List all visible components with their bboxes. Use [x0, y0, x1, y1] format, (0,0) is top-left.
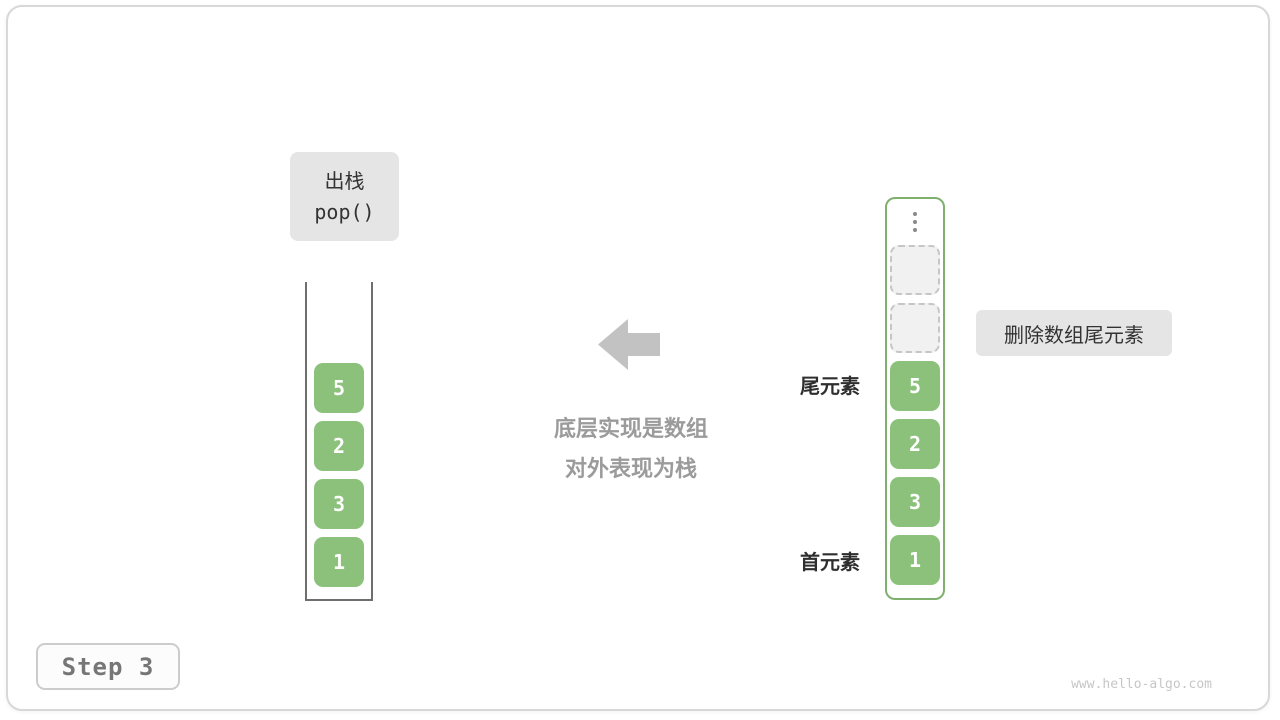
stack-cell: 3 — [314, 479, 364, 529]
pop-operation-label: 出栈 pop() — [290, 152, 399, 241]
array-cell: 1 — [890, 535, 940, 585]
array-cell: 3 — [890, 477, 940, 527]
empty-slot — [890, 245, 940, 295]
stack-cell: 1 — [314, 537, 364, 587]
stack-cell: 5 — [314, 363, 364, 413]
array-cell: 5 — [890, 361, 940, 411]
head-element-label: 首元素 — [800, 550, 860, 574]
left-arrow-shape — [598, 319, 660, 370]
left-arrow-icon — [598, 319, 660, 370]
pop-operation-label-code: pop() — [314, 199, 375, 224]
stack-container: 5 2 3 1 — [305, 282, 373, 601]
caption-line2: 对外表现为栈 — [564, 457, 697, 482]
delete-tail-note: 删除数组尾元素 — [976, 310, 1172, 356]
caption-line1: 底层实现是数组 — [553, 417, 708, 442]
ellipsis-dot — [913, 220, 917, 224]
ellipsis-dot — [913, 228, 917, 232]
step-badge: Step 3 — [36, 643, 180, 690]
tail-element-label: 尾元素 — [800, 374, 860, 398]
empty-slot — [890, 303, 940, 353]
ellipsis-dot — [913, 212, 917, 216]
vertical-ellipsis-icon — [913, 207, 917, 237]
stack-cell: 2 — [314, 421, 364, 471]
watermark: www.hello-algo.com — [1071, 677, 1212, 692]
array-cell: 2 — [890, 419, 940, 469]
pop-operation-label-cn: 出栈 — [324, 168, 365, 193]
caption: 底层实现是数组 对外表现为栈 — [495, 410, 767, 490]
array-container: 5 2 3 1 — [885, 197, 945, 600]
outer-frame — [6, 5, 1270, 711]
